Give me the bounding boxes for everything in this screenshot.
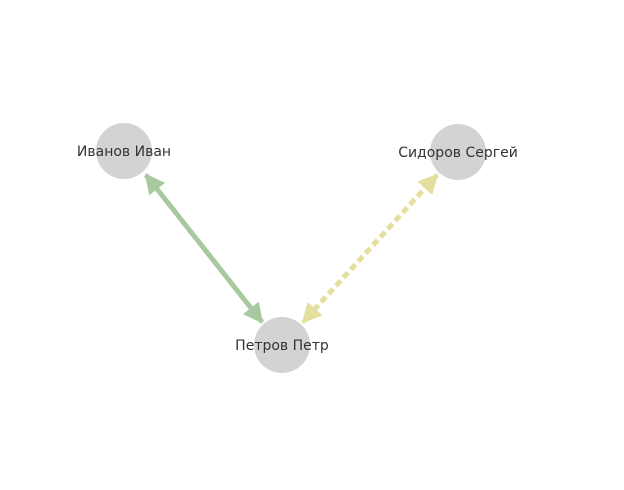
node-sidorov-label: Сидоров Сергей (398, 145, 518, 161)
node-ivanov-label: Иванов Иван (77, 144, 171, 160)
node-petrov-circle (254, 317, 310, 373)
node-ivanov-circle (96, 123, 152, 179)
node-petrov[interactable]: Петров Петр (235, 317, 329, 373)
edge-sidorov-petrov (301, 173, 439, 324)
edge-ivanov-petrov (144, 173, 264, 324)
node-ivanov[interactable]: Иванов Иван (77, 123, 171, 179)
node-petrov-label: Петров Петр (235, 338, 329, 354)
node-sidorov[interactable]: Сидоров Сергей (398, 124, 518, 180)
node-sidorov-circle (430, 124, 486, 180)
